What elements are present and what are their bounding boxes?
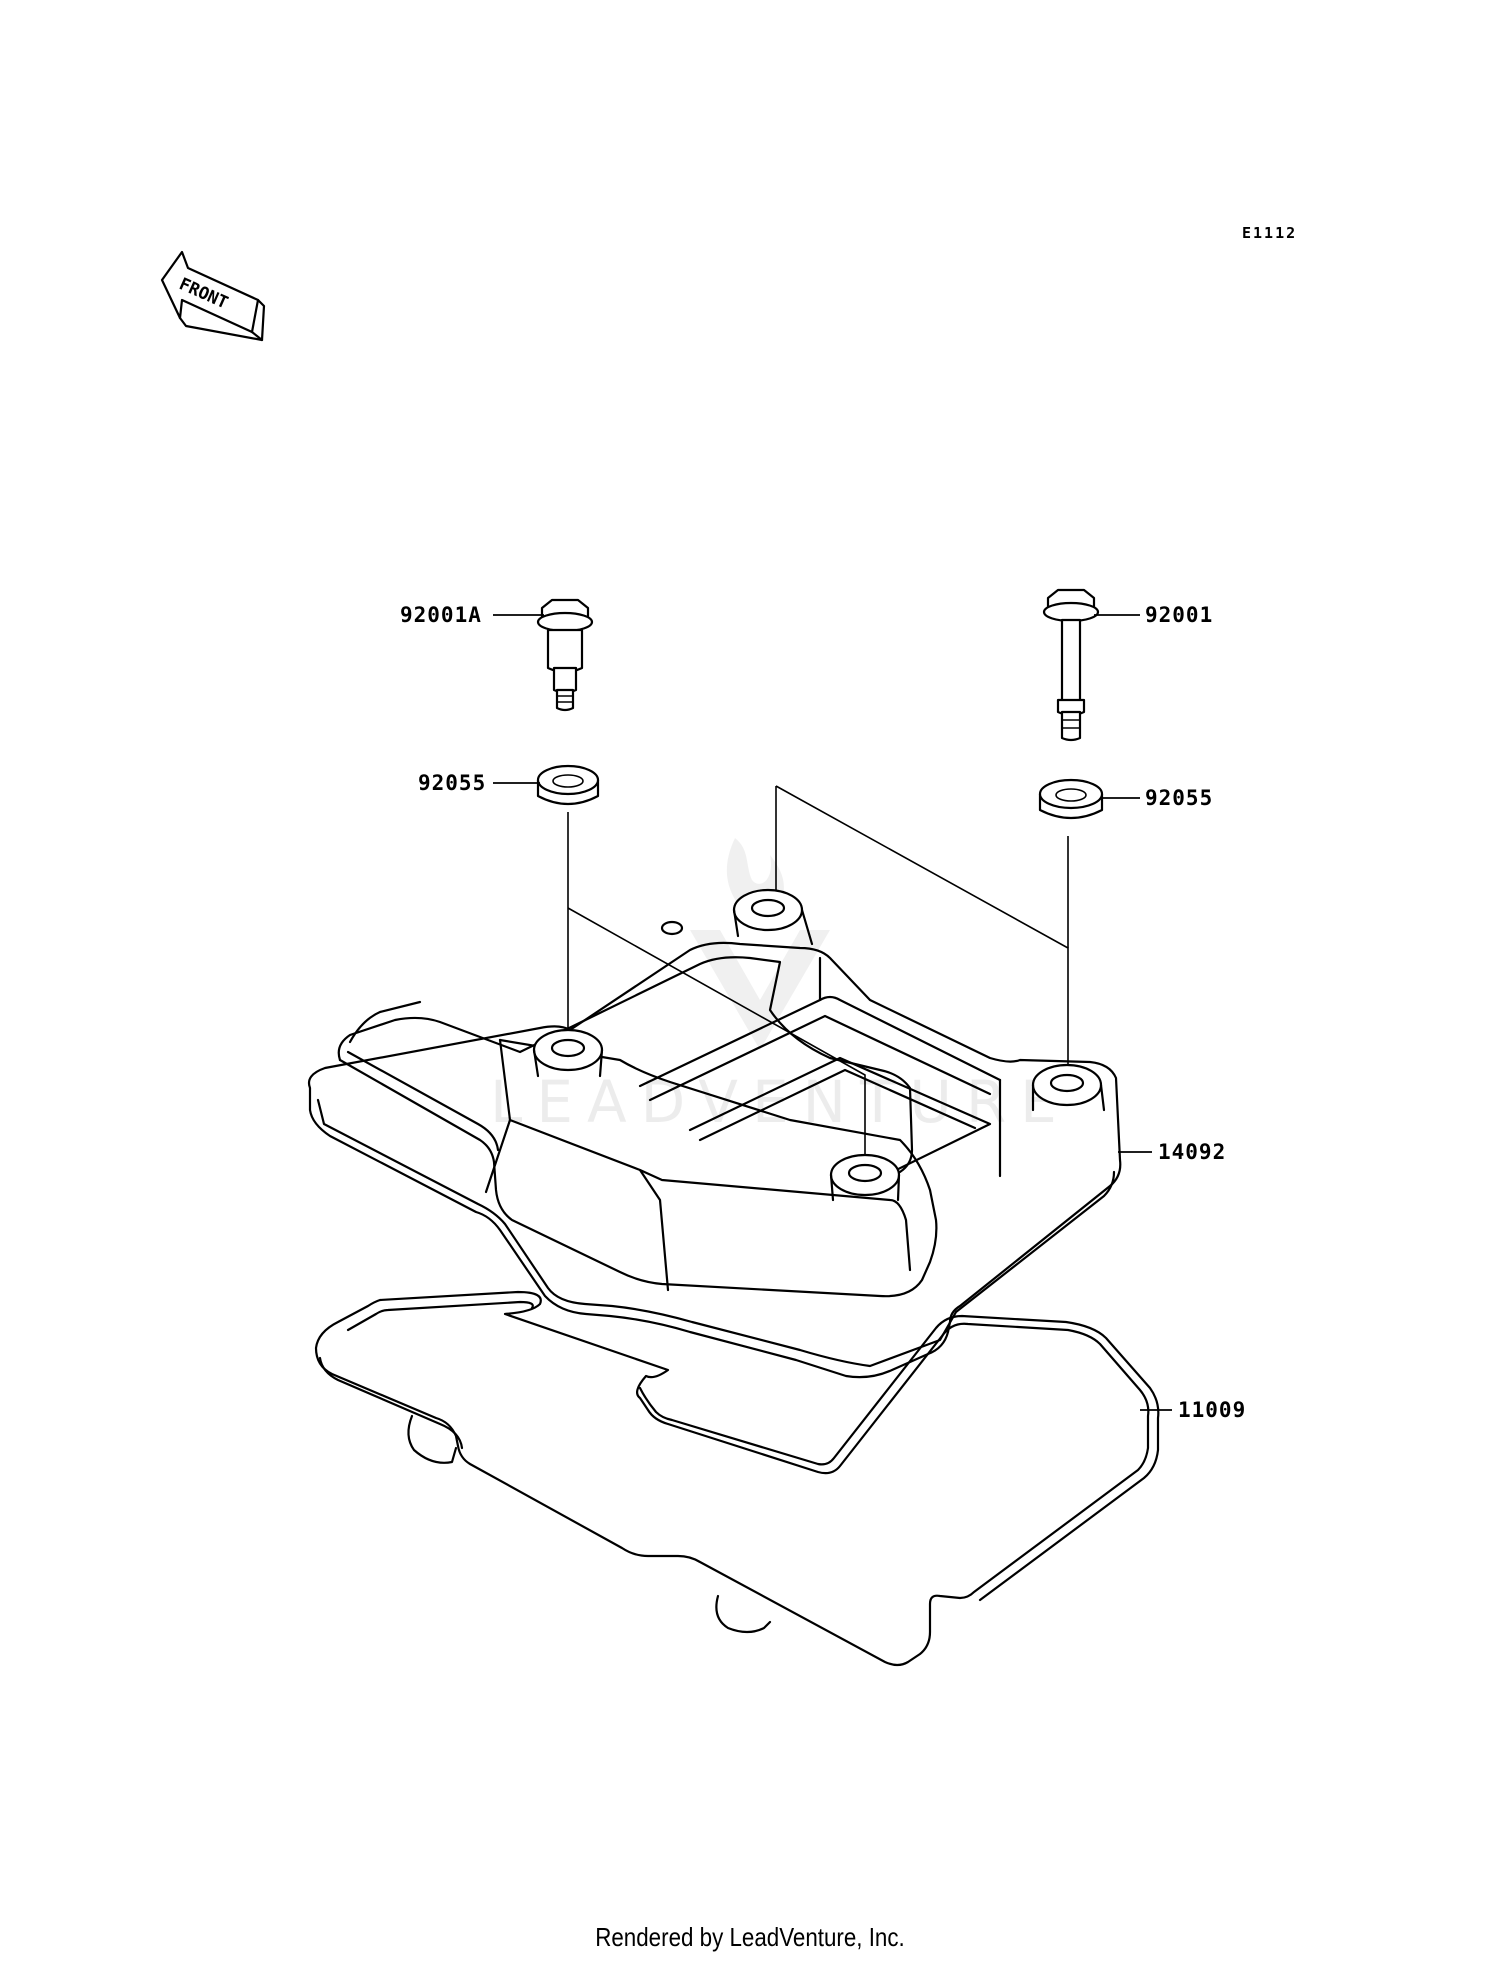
gasket-11009 bbox=[314, 1290, 1160, 1667]
diagram-code: E1112 bbox=[1242, 224, 1297, 242]
label-92055-left: 92055 bbox=[418, 771, 486, 795]
label-92055-right: 92055 bbox=[1145, 786, 1213, 810]
label-11009: 11009 bbox=[1178, 1398, 1246, 1422]
washer-left bbox=[536, 764, 600, 806]
label-14092: 14092 bbox=[1158, 1140, 1226, 1164]
label-92001a: 92001A bbox=[400, 603, 482, 627]
front-arrow-icon: FRONT bbox=[160, 250, 266, 342]
bolt-92001a bbox=[536, 598, 594, 712]
footer-credit: Rendered by LeadVenture, Inc. bbox=[595, 1922, 905, 1952]
leaders bbox=[493, 614, 1172, 1411]
bolt-92001 bbox=[1042, 588, 1100, 742]
watermark-text: LEADVENTURE bbox=[490, 1068, 1071, 1136]
cylinder-head-cover-14092 bbox=[307, 888, 1122, 1379]
washer-right bbox=[1038, 778, 1104, 820]
assembly-lines bbox=[567, 785, 1069, 1155]
label-92001: 92001 bbox=[1145, 603, 1213, 627]
